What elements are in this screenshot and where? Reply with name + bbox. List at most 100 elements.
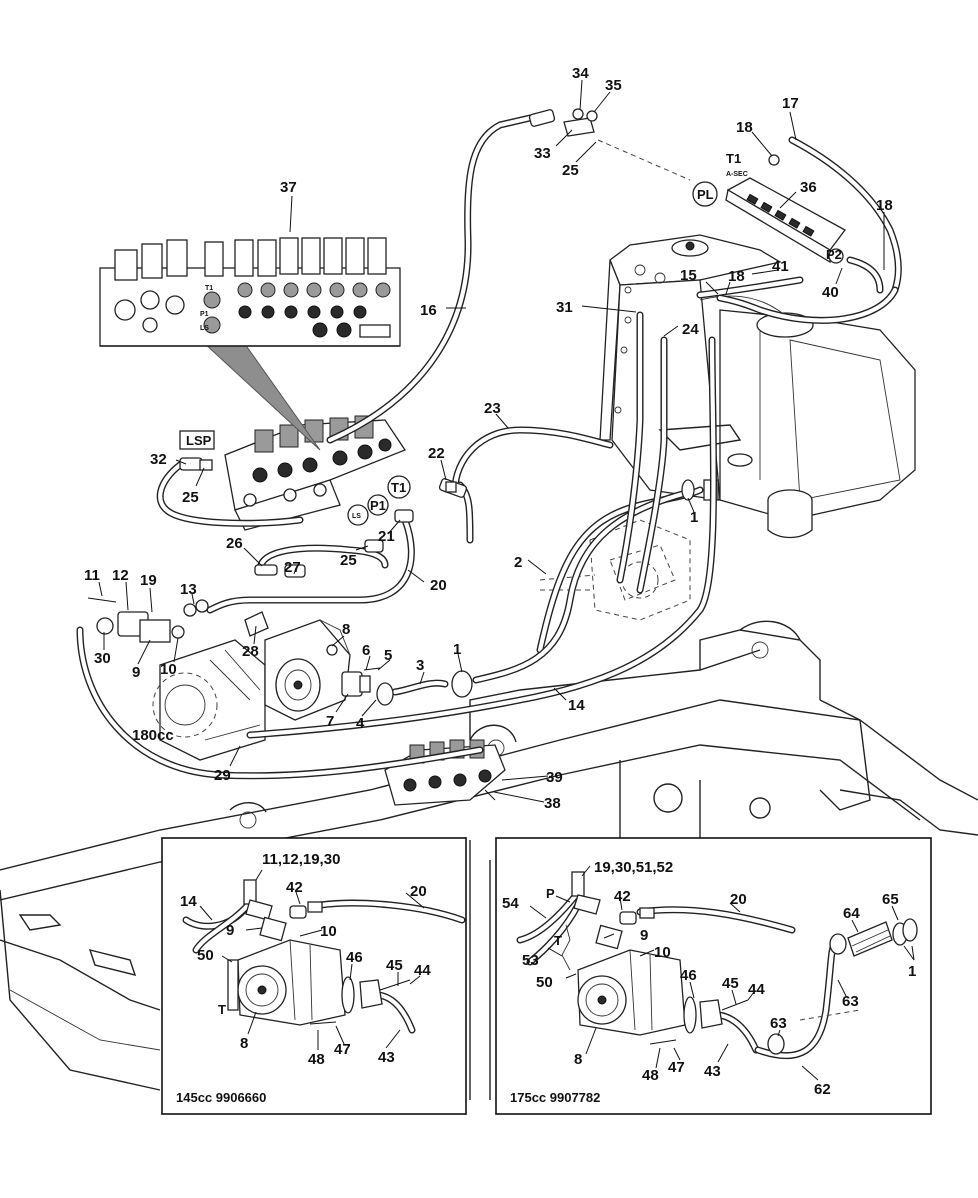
inset145-callout-50: 50 xyxy=(197,947,214,964)
lsp-label: LSP xyxy=(186,433,212,448)
inset175-callout-48: 48 xyxy=(642,1067,659,1084)
callout-27: 27 xyxy=(284,559,301,576)
callout-29: 29 xyxy=(214,767,231,784)
a-sec-label: A-SEC xyxy=(726,171,748,178)
callout-34: 34 xyxy=(572,65,589,82)
callout-14: 14 xyxy=(568,697,585,714)
callout-30: 30 xyxy=(94,650,111,667)
callout-41: 41 xyxy=(772,258,789,275)
callout-36: 36 xyxy=(800,179,817,196)
callout-6: 6 xyxy=(362,642,370,659)
inset145-callout-9: 9 xyxy=(226,922,234,939)
inset175-callout-53: 53 xyxy=(522,952,539,969)
pump-180cc-label: 180cc xyxy=(132,727,174,744)
callout-19: 19 xyxy=(140,572,157,589)
callout-32: 32 xyxy=(150,451,167,468)
p2-port-label: P2 xyxy=(826,247,842,262)
inset175-callout-44: 44 xyxy=(748,981,765,998)
ls-valve-marker xyxy=(347,504,369,526)
inset175-callout-54: 54 xyxy=(502,895,519,912)
inset145-caption: 145cc 9906660 xyxy=(176,1090,266,1105)
p1-valve-marker xyxy=(367,494,389,516)
inset145-callout-10: 10 xyxy=(320,923,337,940)
inset175-callout-65: 65 xyxy=(882,891,899,908)
callout-16: 16 xyxy=(420,302,437,319)
t1-valve-marker xyxy=(387,475,411,499)
callout-26: 26 xyxy=(226,535,243,552)
main-control-valve xyxy=(224,415,406,531)
pl-port-label: PL xyxy=(697,187,714,202)
p1-valve-label: P1 xyxy=(370,498,386,513)
callout-39: 39 xyxy=(546,769,563,786)
callout-11: 11 xyxy=(84,567,100,584)
callout-35: 35 xyxy=(605,77,622,94)
callout-18-b: 18 xyxy=(876,197,893,214)
valve-detail-coils xyxy=(114,237,387,281)
main-pump-180cc xyxy=(152,619,371,761)
ls-inset-label: LS xyxy=(200,325,209,332)
callout-leaders xyxy=(98,79,885,803)
inset175-callout-20: 20 xyxy=(730,891,747,908)
inset175-callout-1: 1 xyxy=(908,963,916,980)
callout-7: 7 xyxy=(326,713,334,730)
port-markers: PL P2 T1 A-SEC T1 P1 LS xyxy=(347,151,842,526)
callout-12: 12 xyxy=(112,567,129,584)
callout-25-top: 25 xyxy=(562,162,579,179)
manifold-block xyxy=(725,154,846,264)
callout-40: 40 xyxy=(822,284,839,301)
callout-37: 37 xyxy=(280,179,297,196)
inset175-callout-45: 45 xyxy=(722,975,739,992)
inset-175cc: 19,30,51,52 54 P 42 20 64 65 T 9 53 10 5… xyxy=(495,837,932,1115)
inset175-callout-47: 47 xyxy=(668,1059,685,1076)
inset145-callout-47: 47 xyxy=(334,1041,351,1058)
callout-33: 33 xyxy=(534,145,551,162)
inset145-callout-20: 20 xyxy=(410,883,427,900)
inset145-callout-44: 44 xyxy=(414,962,431,979)
inset175-callout-10: 10 xyxy=(654,944,671,961)
callout-numbers: 34 35 33 25 17 18 36 18 15 18 41 40 31 2… xyxy=(84,65,893,812)
lsp-label-box: LSP xyxy=(179,430,215,450)
inset175-callout-64: 64 xyxy=(843,905,860,922)
inset175-callout-63-upper: 63 xyxy=(842,993,859,1010)
t1-tank-label: T1 xyxy=(726,151,741,166)
valve-detail-inset: T1 P1 LS xyxy=(99,237,401,451)
inset175-callout-43: 43 xyxy=(704,1063,721,1080)
inset175-callout-63-lower: 63 xyxy=(770,1015,787,1032)
callout-18-c: 18 xyxy=(728,268,745,285)
t1-inset-label: T1 xyxy=(205,285,213,292)
hydraulic-tank xyxy=(599,234,916,539)
callout-8: 8 xyxy=(342,621,350,638)
inset175-callout-62: 62 xyxy=(814,1081,831,1098)
inset145-callout-11-12-19-30: 11,12,19,30 xyxy=(262,851,340,868)
inset145-callout-46: 46 xyxy=(346,949,363,966)
inset145-callout-42: 42 xyxy=(286,879,303,896)
chassis-frame xyxy=(0,620,978,1100)
callout-18-a: 18 xyxy=(736,119,753,136)
inset175-caption: 175cc 9907782 xyxy=(510,1090,600,1105)
inset145-callout-43: 43 xyxy=(378,1049,395,1066)
secondary-valve xyxy=(384,739,506,806)
callout-28: 28 xyxy=(242,643,259,660)
callout-21: 21 xyxy=(378,528,395,545)
inset145-callout-14: 14 xyxy=(180,893,197,910)
callout-5: 5 xyxy=(384,647,392,664)
fittings xyxy=(87,108,695,801)
callout-10: 10 xyxy=(160,661,177,678)
inset145-t-label: T xyxy=(218,1002,226,1017)
valve-detail-ports xyxy=(114,282,391,338)
inset175-p-label: P xyxy=(546,886,555,901)
callout-13: 13 xyxy=(180,581,197,598)
callout-23: 23 xyxy=(484,400,501,417)
callout-25-mid: 25 xyxy=(340,552,357,569)
inset145-callout-48: 48 xyxy=(308,1051,325,1068)
callout-9: 9 xyxy=(132,664,140,681)
callout-4: 4 xyxy=(356,715,365,732)
inset175-callout-42: 42 xyxy=(614,888,631,905)
callout-1-tank: 1 xyxy=(690,509,698,526)
inset145-callout-8: 8 xyxy=(240,1035,248,1052)
callout-20: 20 xyxy=(430,577,447,594)
inset175-callout-9: 9 xyxy=(640,927,648,944)
callout-25-lsp: 25 xyxy=(182,489,199,506)
callout-15: 15 xyxy=(680,267,697,284)
